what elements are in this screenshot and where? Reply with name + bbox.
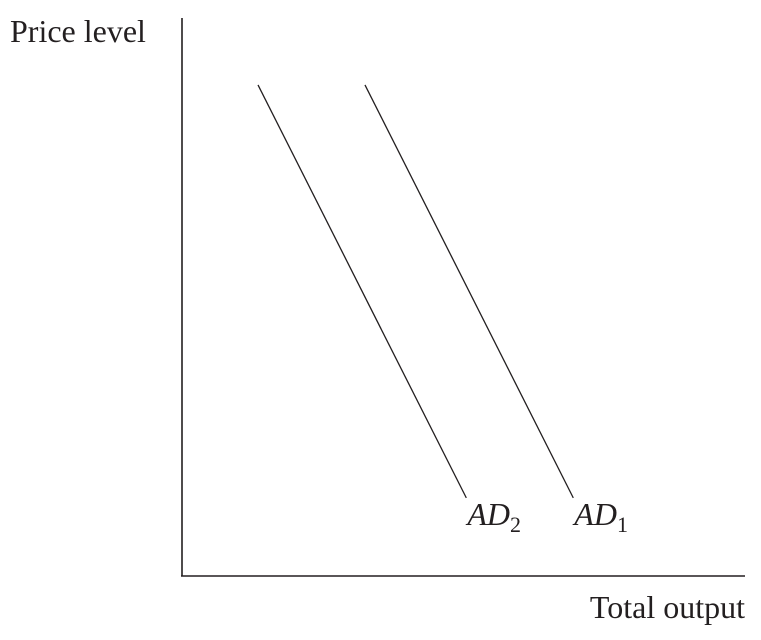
curve-label-main: AD [465, 496, 510, 532]
curve-ad-2 [257, 84, 467, 499]
curve-ad-1 [364, 84, 574, 499]
curve-label-subscript: 2 [510, 512, 521, 537]
curve-label-main: AD [572, 496, 617, 532]
curve-label-ad-1: AD1 [572, 496, 628, 537]
curve-label-subscript: 1 [617, 512, 628, 537]
curve-label-ad-2: AD2 [465, 496, 521, 537]
y-axis-title: Price level [10, 13, 146, 49]
x-axis-title: Total output [590, 589, 745, 625]
